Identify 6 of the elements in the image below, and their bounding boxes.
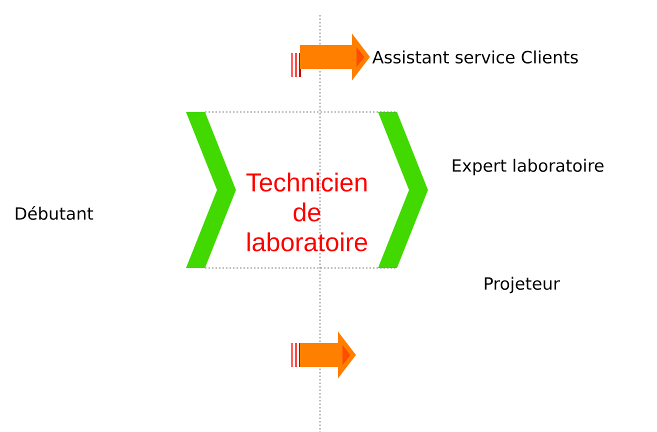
chevron-band: Technicien de laboratoire: [186, 112, 428, 268]
role-label: Projeteur: [484, 276, 560, 294]
role-label: Débutant: [16, 206, 94, 220]
role-label: Expert laboratoire: [452, 158, 604, 176]
node-label: Technicien de laboratoire: [246, 172, 368, 252]
role-label: Assistant service Clients: [372, 50, 578, 64]
